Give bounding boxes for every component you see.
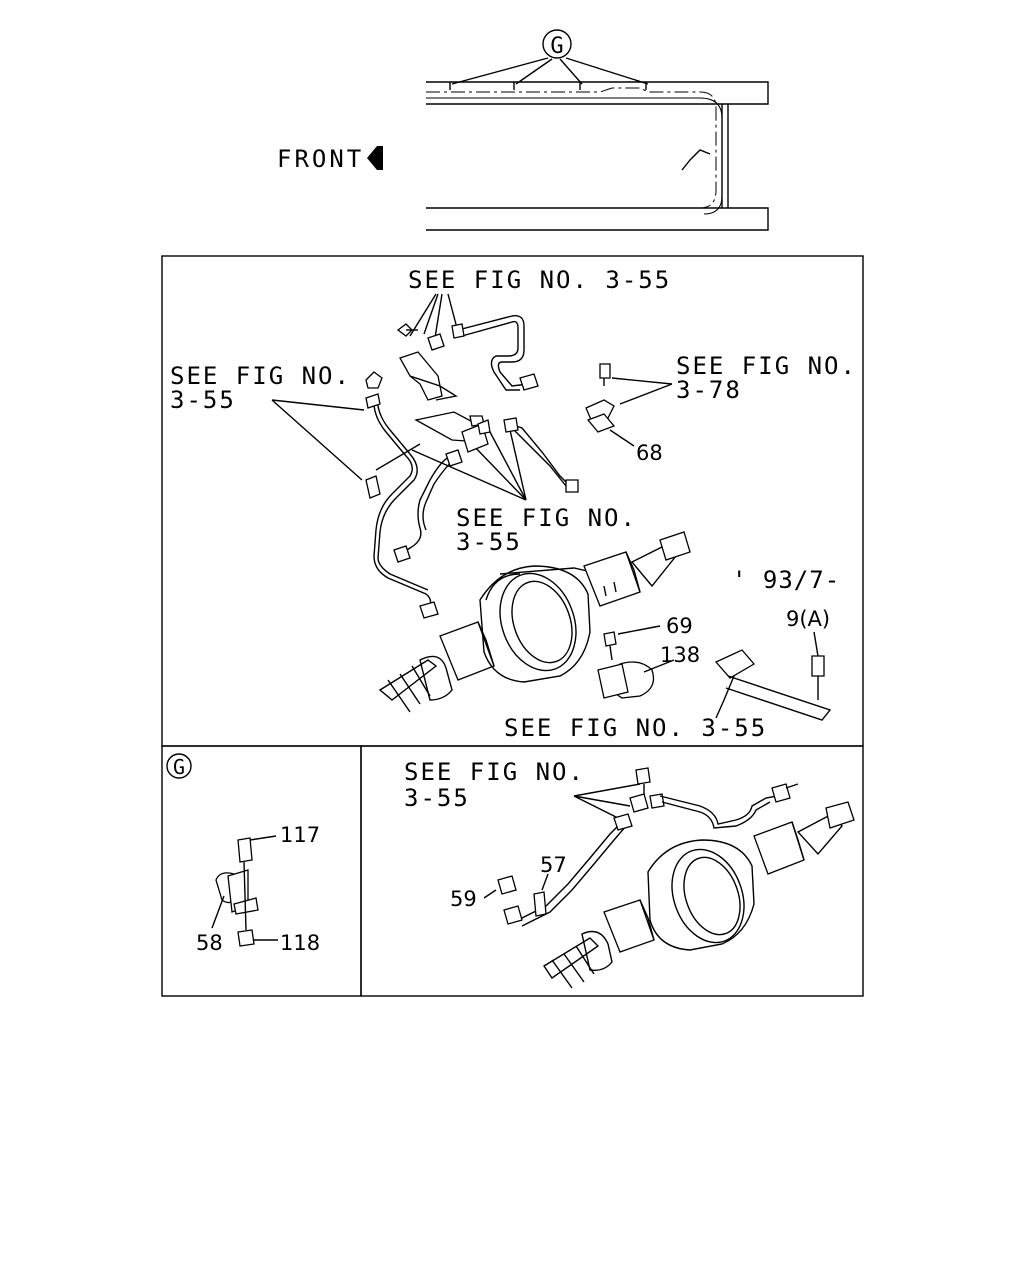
part-68: 68 bbox=[636, 441, 663, 465]
rear-panel-border bbox=[360, 745, 864, 997]
line-clips bbox=[449, 82, 647, 90]
part-69: 69 bbox=[666, 614, 693, 638]
ref-left-line2: 3-55 bbox=[170, 386, 236, 414]
main-panel-border bbox=[161, 255, 864, 747]
part-118: 118 bbox=[280, 931, 320, 955]
ref-right-line2: 3-78 bbox=[676, 376, 742, 404]
ref-right-leaders bbox=[611, 377, 673, 405]
brake-line-route bbox=[426, 87, 717, 209]
bracket-9a: 9(A) bbox=[714, 607, 832, 721]
rear-ref-line1: SEE FIG NO. bbox=[404, 758, 585, 786]
rear-axle-assembly: 57 59 bbox=[450, 767, 855, 989]
ref-bottom-label: SEE FIG NO. 3-55 bbox=[504, 714, 767, 742]
cross-member bbox=[721, 104, 729, 208]
part-57: 57 bbox=[540, 853, 567, 877]
ref-left-leaders bbox=[271, 399, 365, 481]
part-117: 117 bbox=[280, 823, 320, 847]
ref-center-line2: 3-55 bbox=[456, 528, 522, 556]
detail-g-clip: 117 118 58 bbox=[196, 823, 320, 955]
part-9a: 9(A) bbox=[786, 607, 830, 631]
ref-center-leaders bbox=[411, 429, 527, 501]
clamp-68: 68 bbox=[585, 363, 663, 465]
part-59: 59 bbox=[450, 887, 477, 911]
date-note: ' 93/7- bbox=[732, 566, 840, 594]
ref-center-line1: SEE FIG NO. bbox=[456, 504, 637, 532]
ref-top-leaders bbox=[409, 293, 459, 345]
marker-g-circle bbox=[542, 29, 572, 59]
front-label: FRONT bbox=[277, 145, 364, 173]
detail-g-marker: G bbox=[173, 755, 185, 779]
ref-top-label: SEE FIG NO. 3-55 bbox=[408, 266, 671, 294]
brake-line-route-2 bbox=[426, 97, 723, 215]
ref-right-line1: SEE FIG NO. bbox=[676, 352, 857, 380]
hose-end bbox=[681, 149, 711, 171]
rear-ref-line2: 3-55 bbox=[404, 784, 470, 812]
front-arrow-icon bbox=[367, 146, 383, 170]
part-138: 138 bbox=[660, 643, 700, 667]
ref-left-line1: SEE FIG NO. bbox=[170, 362, 351, 390]
rear-axle-housing bbox=[378, 531, 691, 713]
parts-69-138: 69 138 bbox=[597, 614, 700, 699]
upper-frame-rail bbox=[426, 81, 769, 105]
lower-frame-rail bbox=[426, 207, 769, 231]
detail-g-marker-circle bbox=[166, 753, 192, 779]
marker-g-label: G bbox=[550, 34, 563, 59]
part-58: 58 bbox=[196, 931, 223, 955]
detail-g-border bbox=[161, 745, 362, 997]
upper-brake-pipes bbox=[365, 315, 579, 619]
rear-ref-leaders bbox=[573, 783, 641, 821]
marker-g-leaders bbox=[451, 57, 649, 85]
frame-overview: G FRONT bbox=[277, 29, 769, 231]
